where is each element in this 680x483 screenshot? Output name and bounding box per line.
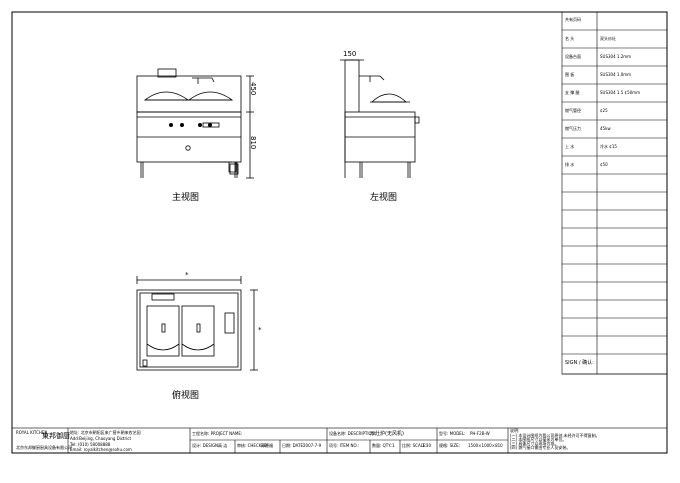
size-value: 1500×1000×810 (468, 443, 503, 448)
left-view-label: 左视图 (370, 193, 398, 203)
company-cn: 東邦御厨 (42, 432, 70, 440)
note-line: (一) 本设计图纸为我公司原创,未经许可不得复制。 (510, 433, 600, 438)
note-line: (三) 具体尺寸以现场为准。 (510, 441, 559, 446)
scale-value: 1:30 (422, 443, 431, 448)
left-view (340, 59, 420, 178)
spec-row-value: ¢25 (600, 108, 608, 113)
company-full: 北京东邦御厨厨具设备有限公司 (16, 445, 72, 450)
check-value: 孙德福 (261, 443, 273, 448)
sign-label: SIGN / 确认: (565, 360, 594, 366)
dimension-450: 450 (249, 82, 257, 96)
check-label: 审核: CHECKED: (237, 443, 269, 448)
date-label: 日期: DATE: (282, 443, 305, 448)
spec-row-label: 设备台面 (565, 54, 581, 59)
address-line: Add:Beijing, Chaoyang District (70, 436, 132, 441)
front-view (136, 68, 254, 179)
size-label: 规格: SIZE: (439, 443, 460, 448)
dimension-810: 810 (249, 136, 257, 150)
dimension-150: 150 (343, 50, 357, 58)
desc-label: 设备名称: DESCRIPTION: (329, 431, 377, 436)
spec-row-label: 排 水 (565, 162, 575, 167)
spec-row-label: 支 撑 腿 (565, 90, 580, 95)
spec-row-value: SUS304 1.0mm (600, 72, 632, 77)
spec-row-label: 围 板 (565, 72, 575, 77)
dimension-top-depth: * (258, 326, 262, 334)
design-value: 高 洁 (218, 443, 228, 448)
spec-row-value: 45kw (600, 126, 611, 131)
model-label: 型号: MODEL: (439, 431, 466, 436)
model-value: PH-F2B-W (470, 431, 490, 436)
desc-value: 炒灶炉(无风机) (370, 431, 404, 437)
address-line: Tel: (010) 58008888 (70, 442, 111, 447)
spec-row-value: ¢50 (600, 162, 608, 167)
title-block (11, 427, 668, 454)
spec-row-label: 燃气压力 (565, 126, 581, 131)
notes-title: 说明: (510, 428, 520, 433)
spec-row-label: 上 水 (565, 144, 575, 149)
qty-label: 数量: QTY.: (372, 443, 393, 448)
front-view-label: 主视图 (172, 193, 200, 203)
spec-table (561, 11, 668, 375)
design-label: 设计: DESIGN: (192, 443, 220, 448)
note-line: (四) 燃气接口需由专业人员安装。 (510, 445, 571, 450)
project-name-label: 工程名称: PROJECT NAME: (192, 431, 243, 436)
spec-row-value: SUS304 1.2mm (600, 54, 632, 59)
item-label: 项号: ITEM NO.: (329, 443, 360, 448)
address-line: 地址: 北京市朝阳区来广营乡朝来农艺园 (70, 430, 141, 435)
spec-row-label: 燃气管径 (565, 108, 581, 113)
address-line: Email: royalkitchen@sohu.com (70, 447, 132, 452)
note-line: (二) 本图纸尺寸以毫米为单位。 (510, 437, 567, 442)
company-en: ROYAL KITCHEN (16, 430, 48, 435)
spec-row-label: 名 头 (565, 36, 575, 41)
scale-label: 比例: SCALE: (402, 443, 427, 448)
spec-row-value: 冷水 ¢15 (600, 144, 617, 149)
outer-border (11, 11, 668, 454)
date-value: 2007-7-9 (303, 443, 322, 448)
qty-value: 1 (392, 443, 395, 448)
spec-row-value: 双头炒灶 (600, 36, 616, 41)
spec-header: 共有页码 (565, 17, 581, 22)
dimension-top-width: * (185, 271, 189, 279)
top-view (136, 276, 258, 371)
spec-row-value: SUS304 1.5 ¢50mm (600, 90, 640, 95)
top-view-label: 俯视图 (172, 391, 200, 401)
